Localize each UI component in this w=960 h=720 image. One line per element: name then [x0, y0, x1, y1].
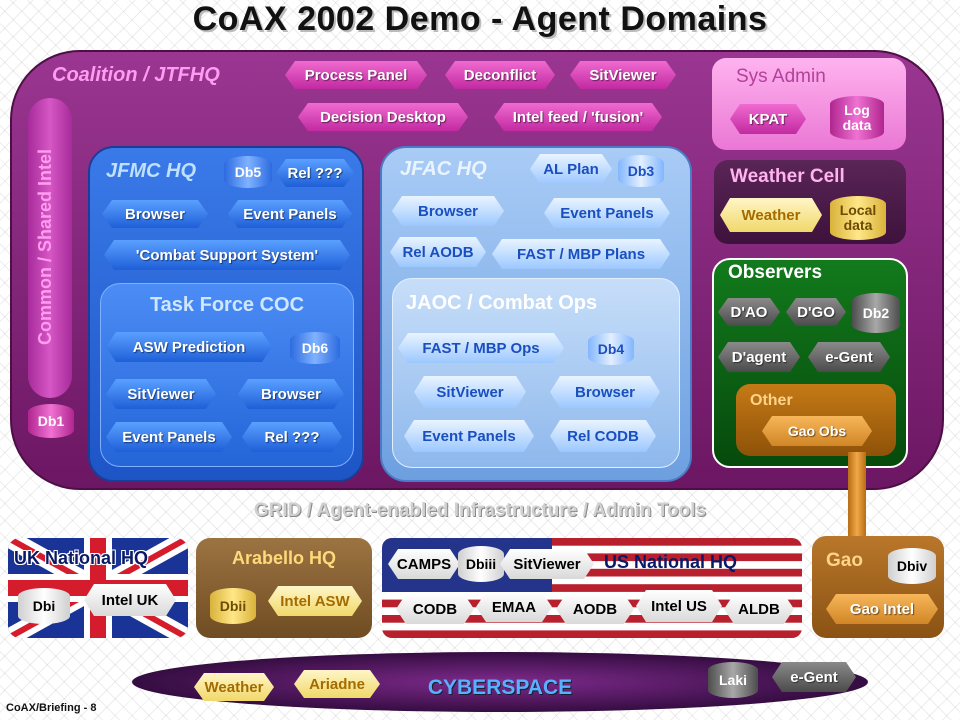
cyber-egent-button[interactable]: e-Gent	[772, 662, 856, 692]
dbiv-database-icon: Dbiv	[888, 548, 936, 584]
dbii-database-icon: Dbii	[210, 588, 256, 624]
us-sitviewer-button[interactable]: SitViewer	[500, 549, 594, 579]
jfmc-browser-button[interactable]: Browser	[102, 200, 208, 228]
asw-prediction-button[interactable]: ASW Prediction	[106, 332, 272, 362]
dagent-button[interactable]: D'agent	[718, 342, 800, 372]
db4-database-icon: Db4	[588, 333, 634, 365]
aodb-button[interactable]: AODB	[556, 594, 634, 624]
sitviewer-button[interactable]: SitViewer	[570, 61, 676, 89]
task-force-coc-label: Task Force COC	[149, 294, 305, 316]
taskforce-event-panels-button[interactable]: Event Panels	[106, 422, 232, 452]
common-shared-intel-label: Common / Shared Intel	[35, 148, 55, 346]
gao-label: Gao	[826, 550, 863, 571]
gao-intel-button[interactable]: Gao Intel	[826, 594, 938, 624]
observers-egent-button[interactable]: e-Gent	[808, 342, 890, 372]
footer-slide-label: CoAX/Briefing - 8	[6, 702, 97, 714]
grid-infrastructure-label: GRID / Agent-enabled Infrastructure / Ad…	[253, 500, 707, 521]
fast-mbp-plans-button[interactable]: FAST / MBP Plans	[492, 239, 670, 269]
kpat-button[interactable]: KPAT	[730, 104, 806, 134]
intel-uk-button[interactable]: Intel UK	[84, 584, 176, 616]
arabello-hq-label: Arabello HQ	[231, 548, 337, 568]
camps-button[interactable]: CAMPS	[388, 549, 460, 579]
dbi-database-icon: Dbi	[18, 588, 70, 624]
jfmc-hq-label: JFMC HQ	[106, 160, 196, 182]
jfmc-rel-button[interactable]: Rel ???	[276, 159, 354, 187]
fast-mbp-ops-button[interactable]: FAST / MBP Ops	[398, 333, 564, 363]
rel-codb-button[interactable]: Rel CODB	[550, 420, 656, 452]
aldb-button[interactable]: ALDB	[724, 594, 794, 624]
weather-cell-weather-button[interactable]: Weather	[720, 198, 822, 232]
dao-button[interactable]: D'AO	[718, 298, 780, 326]
weather-cell-label: Weather Cell	[730, 166, 845, 187]
jaoc-combat-ops-label: JAOC / Combat Ops	[406, 292, 598, 314]
cyberspace-label: CYBERSPACE	[427, 676, 573, 699]
local-data-database-icon: Local data	[830, 196, 886, 240]
uk-national-hq-label: UK National HQ	[14, 548, 149, 568]
other-label: Other	[750, 392, 793, 409]
us-national-hq-label: US National HQ	[604, 552, 738, 572]
jfac-hq-label: JFAC HQ	[400, 158, 487, 180]
page-title: CoAX 2002 Demo - Agent Domains	[192, 0, 768, 38]
taskforce-browser-button[interactable]: Browser	[238, 379, 344, 409]
dgo-button[interactable]: D'GO	[786, 298, 846, 326]
jfmc-event-panels-button[interactable]: Event Panels	[228, 200, 352, 228]
observers-label: Observers	[728, 262, 823, 283]
jaoc-event-panels-button[interactable]: Event Panels	[404, 420, 534, 452]
gao-obs-button[interactable]: Gao Obs	[762, 416, 872, 446]
db2-database-icon: Db2	[852, 293, 900, 333]
taskforce-sitviewer-button[interactable]: SitViewer	[106, 379, 216, 409]
db5-database-icon: Db5	[224, 156, 272, 188]
al-plan-button[interactable]: AL Plan	[530, 154, 612, 184]
coalition-label: Coalition / JTFHQ	[52, 64, 220, 86]
rel-aodb-button[interactable]: Rel AODB	[390, 237, 486, 267]
codb-button[interactable]: CODB	[396, 594, 474, 624]
db6-database-icon: Db6	[290, 332, 340, 364]
db3-database-icon: Db3	[618, 155, 664, 187]
intel-asw-button[interactable]: Intel ASW	[268, 586, 362, 616]
process-panel-button[interactable]: Process Panel	[285, 61, 427, 89]
decision-desktop-button[interactable]: Decision Desktop	[298, 103, 468, 131]
jfac-event-panels-button[interactable]: Event Panels	[544, 198, 670, 228]
emaa-button[interactable]: EMAA	[476, 592, 552, 622]
taskforce-rel-button[interactable]: Rel ???	[242, 422, 342, 452]
laki-database-icon: Laki	[708, 662, 758, 698]
jfac-browser-button[interactable]: Browser	[392, 196, 504, 226]
cyber-weather-button[interactable]: Weather	[194, 673, 274, 701]
gao-connector-line	[848, 452, 866, 538]
intel-feed-button[interactable]: Intel feed / 'fusion'	[494, 103, 662, 131]
jaoc-browser-button[interactable]: Browser	[550, 376, 660, 408]
jaoc-sitviewer-button[interactable]: SitViewer	[414, 376, 526, 408]
combat-support-system-button[interactable]: 'Combat Support System'	[104, 240, 350, 270]
sys-admin-label: Sys Admin	[736, 66, 826, 87]
ariadne-button[interactable]: Ariadne	[294, 670, 380, 698]
deconflict-button[interactable]: Deconflict	[445, 61, 555, 89]
common-shared-intel-bar	[28, 98, 72, 398]
intel-us-button[interactable]: Intel US	[636, 590, 722, 622]
log-data-database-icon: Log data	[830, 96, 884, 140]
db1-database-icon: Db1	[28, 404, 74, 438]
dbiii-database-icon: Dbiii	[458, 546, 504, 582]
